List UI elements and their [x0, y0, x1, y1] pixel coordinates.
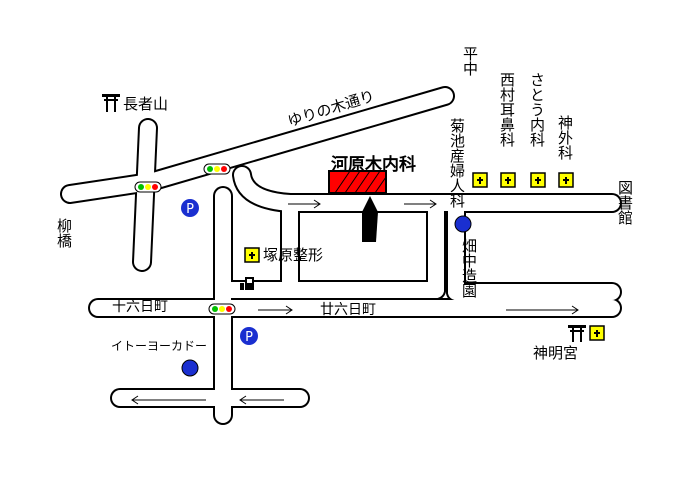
- clinic-icon: [472, 172, 488, 188]
- parking-label: P: [245, 330, 253, 345]
- arrow-west-1: [131, 395, 206, 405]
- hatanaka-marker-icon: [454, 215, 472, 233]
- label-shinmeigu: 神明宮: [533, 344, 579, 362]
- clinic-icons: [244, 172, 605, 341]
- label-hatanaka: 畑中造園: [460, 238, 500, 298]
- label-heichu: 平中: [461, 46, 479, 76]
- destination-hatch: [334, 170, 387, 194]
- label-kamiga-clinic: 神外科: [556, 115, 574, 160]
- label-sato-clinic: さとう内科: [528, 72, 546, 147]
- clinic-icon: [244, 247, 260, 263]
- label-kikuchi-clinic: 菊池産婦人科: [448, 118, 488, 208]
- label-chojasan: 長者山: [123, 95, 169, 113]
- destination-marker: [328, 170, 387, 194]
- clinic-icon: [589, 325, 605, 341]
- clinic-icon: [530, 172, 546, 188]
- destination-pointer: [362, 196, 378, 242]
- label-hatanaka-text: 畑中造園: [460, 238, 478, 298]
- clinic-icon: [558, 172, 574, 188]
- label-itoyokado: イトーヨーカドー: [111, 339, 208, 353]
- traffic-signal-icon: [208, 303, 236, 315]
- label-juroku-nichi-street: 十六日町: [112, 299, 168, 315]
- arrow-east-1: [288, 199, 321, 209]
- direction-arrows: [131, 199, 579, 405]
- traffic-signal-icon: [134, 181, 162, 193]
- arrow-east-3: [258, 305, 293, 315]
- gas-station-icon: [240, 277, 254, 290]
- label-nijuroku-nichi-street: 廿六日町: [320, 302, 376, 318]
- arrow-east-2: [404, 199, 437, 209]
- clinic-icon: [500, 172, 516, 188]
- label-kikuchi-text: 菊池産婦人科: [448, 118, 466, 208]
- parking-icon: P: [181, 199, 199, 217]
- label-tsukahara: 塚原整形: [263, 246, 324, 264]
- parking-label: P: [186, 202, 194, 217]
- arrow-east-4: [506, 305, 579, 315]
- label-yanagibashi: 柳橋: [55, 218, 73, 248]
- shrine-icon: [568, 325, 586, 342]
- itoyokado-marker-icon: [181, 359, 199, 377]
- destination-label: 河原木内科: [331, 155, 416, 175]
- parking-icon: P: [240, 327, 258, 345]
- traffic-signal-icon: [203, 163, 231, 175]
- label-nishimura-clinic: 西村耳鼻科: [498, 72, 516, 147]
- arrow-west-2: [239, 395, 284, 405]
- label-toshokan: 図書館: [616, 180, 634, 225]
- shrine-icon: [102, 94, 120, 112]
